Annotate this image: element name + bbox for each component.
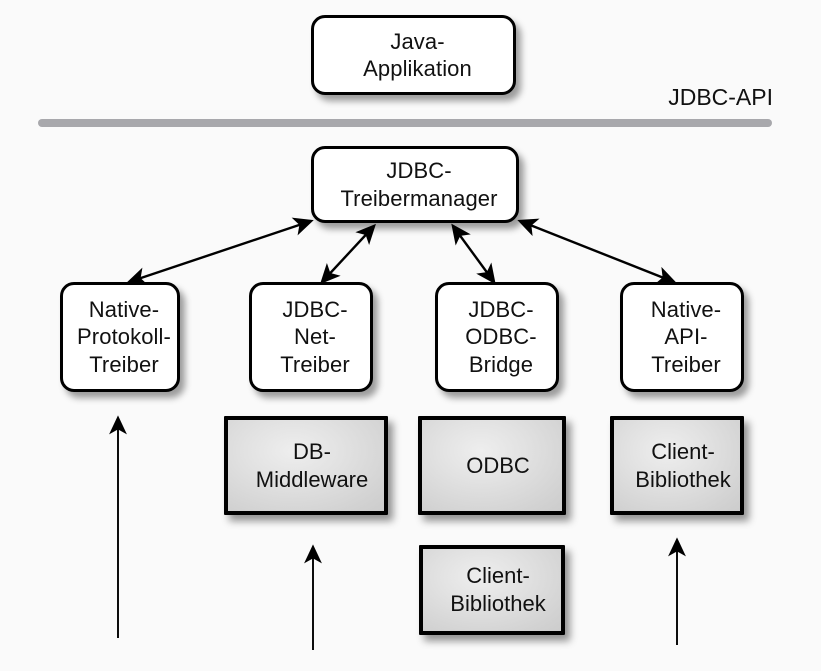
node-label-line2: API-: [664, 324, 708, 350]
arrow-manager-native-protokoll: [126, 217, 314, 286]
jdbc-api-label: JDBC-API: [668, 84, 773, 110]
node-label-line3: Bridge: [468, 351, 534, 377]
node-label-line2: Applikation: [363, 56, 472, 81]
node-label-line1: DB-: [293, 438, 331, 464]
node-label-line2: Net-: [294, 324, 336, 350]
node-label-line2: Middleware: [255, 466, 369, 492]
jdbc-api-divider-line: [38, 119, 772, 127]
node-label-line1: Java-: [390, 28, 445, 54]
node-java-applikation[interactable]: Java- Applikation: [311, 15, 516, 95]
node-native-protokoll-treiber[interactable]: Native- Protokoll- Treiber: [60, 282, 180, 392]
node-label-line1: JDBC-: [468, 297, 534, 323]
node-native-api-treiber[interactable]: Native- API- Treiber: [620, 282, 744, 392]
node-label-line1: ODBC: [466, 452, 530, 478]
node-jdbc-odbc-bridge[interactable]: JDBC- ODBC- Bridge: [435, 282, 559, 392]
node-client-bibliothek-right[interactable]: Client- Bibliothek: [610, 416, 744, 515]
arrow-manager-jdbc-odbc: [451, 223, 496, 285]
node-label-line1: JDBC-: [282, 297, 348, 323]
node-label-line3: Treiber: [280, 351, 350, 377]
arrow-manager-native-api: [517, 218, 677, 285]
node-label-line2: Bibliothek: [635, 466, 731, 492]
node-label-line3: Treiber: [651, 351, 721, 377]
node-db-middleware[interactable]: DB- Middleware: [224, 416, 388, 515]
node-label-line2: ODBC-: [465, 324, 537, 350]
node-client-bibliothek-bottom[interactable]: Client- Bibliothek: [419, 545, 565, 635]
node-jdbc-treibermanager[interactable]: JDBC- Treibermanager: [311, 146, 519, 223]
node-label-line2: Treibermanager: [340, 185, 498, 211]
node-label-line3: Treiber: [89, 351, 159, 377]
node-label-line2: Bibliothek: [450, 591, 546, 616]
node-label-line1: Native-: [650, 297, 722, 323]
node-label-line1: Native-: [88, 297, 160, 323]
node-label-line1: JDBC-: [386, 158, 452, 184]
arrow-manager-jdbc-net: [320, 223, 376, 285]
node-odbc[interactable]: ODBC: [418, 416, 566, 515]
node-label-line1: Client-: [466, 563, 530, 589]
node-label-line2: Protokoll-: [77, 324, 171, 350]
node-label-line1: Client-: [651, 438, 715, 464]
node-jdbc-net-treiber[interactable]: JDBC- Net- Treiber: [249, 282, 373, 392]
